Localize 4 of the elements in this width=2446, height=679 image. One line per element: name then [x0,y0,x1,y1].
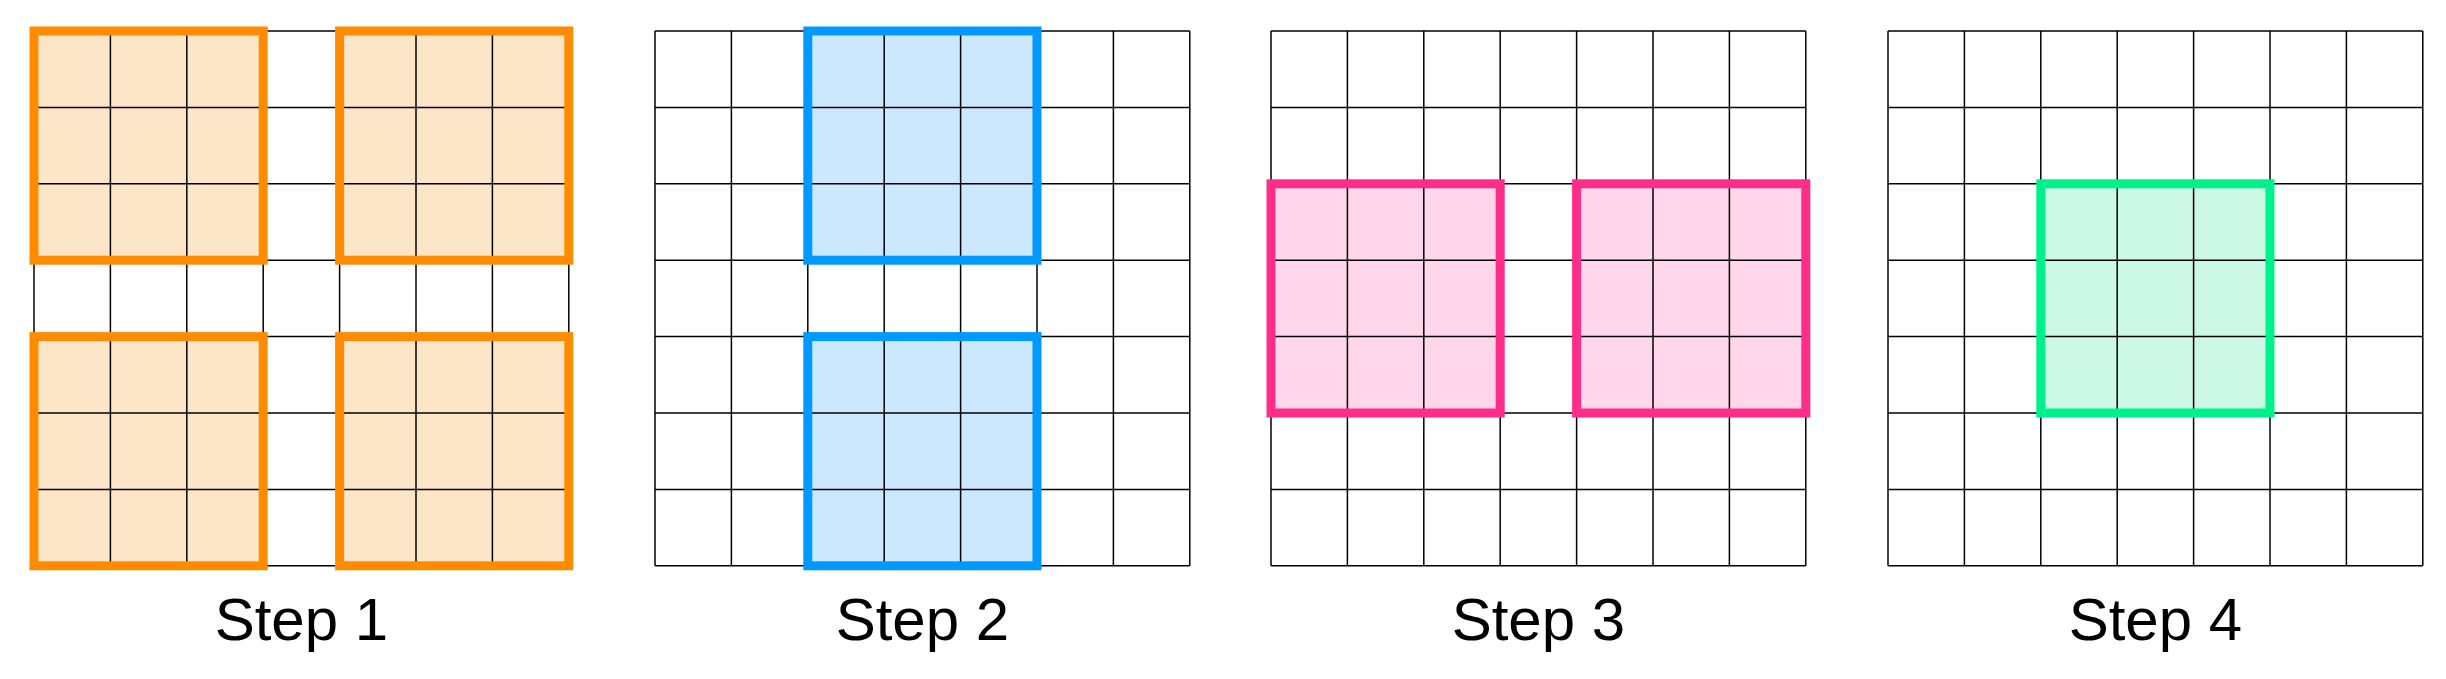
step-label: Step 4 [2068,590,2243,650]
step-label: Step 2 [835,590,1010,650]
step-label: Step 3 [1451,590,1626,650]
step-label: Step 1 [214,590,389,650]
